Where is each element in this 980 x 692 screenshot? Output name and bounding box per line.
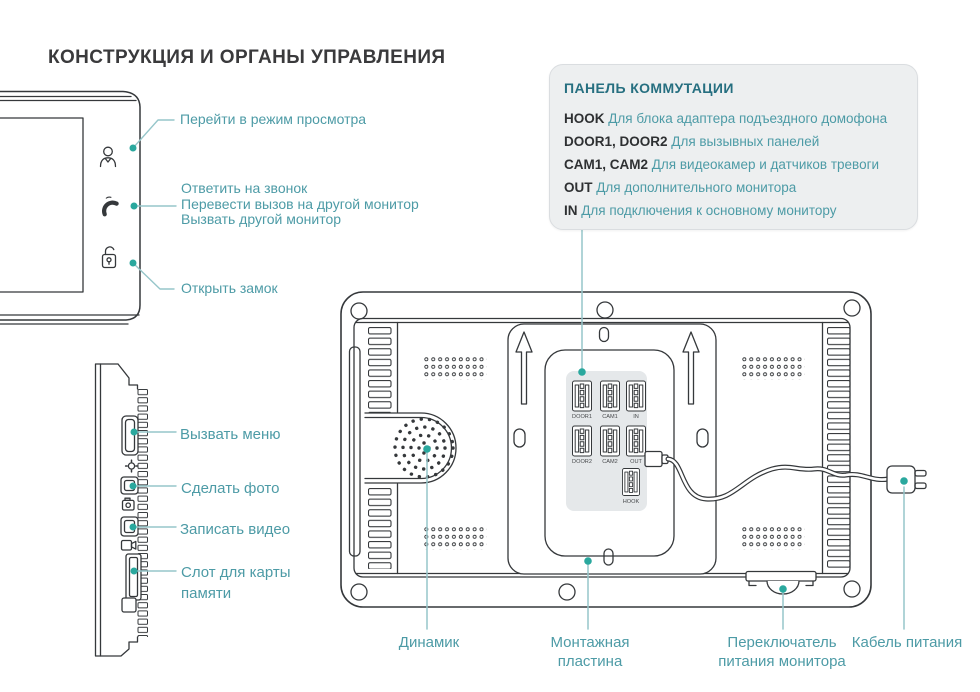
- back-case: [340, 291, 872, 608]
- label-view-mode: Перейти в режим просмотра: [180, 111, 367, 127]
- label-answer-group: Ответить на звонок Перевести вызов на др…: [181, 180, 419, 228]
- infobox-row-door: DOOR1, DOOR2 Для вызывных панелей: [564, 130, 887, 153]
- desc-out: Для дополнительного монитора: [596, 180, 797, 195]
- label-mount-plate-line2: пластина: [557, 653, 623, 670]
- door1-connector: [571, 380, 593, 412]
- label-power-switch-line2: питания монитора: [718, 653, 846, 670]
- cam2-connector: [599, 425, 621, 457]
- hook-connector: [621, 467, 641, 497]
- hook-label: HOOK: [623, 499, 640, 505]
- label-mount-plate: Монтажная пластина: [510, 633, 670, 671]
- power-cable: [644, 450, 891, 502]
- out-label: OUT: [630, 459, 642, 465]
- front-leader-lines: [132, 119, 177, 290]
- menu-button: [121, 415, 139, 456]
- front-leader-dots: [129, 144, 138, 267]
- in-connector: [625, 380, 647, 412]
- unlock-icon: [101, 246, 117, 269]
- infobox-rows: HOOK Для блока адаптера подъездного домо…: [564, 107, 887, 222]
- infobox-row-cam: CAM1, CAM2 Для видеокамер и датчиков тре…: [564, 153, 887, 176]
- perforation-dots: [424, 357, 805, 550]
- in-label: IN: [633, 414, 639, 420]
- desc-door: Для вызывных панелей: [671, 134, 820, 149]
- side-leader-lines: [135, 431, 177, 572]
- handset-icon: [102, 196, 119, 217]
- label-take-photo: Сделать фото: [181, 480, 280, 497]
- label-record-video: Записать видео: [180, 521, 291, 538]
- back-monitor-drawing: DOOR1 CAM1 IN DOOR2 CAM2 OUT HOOK: [340, 291, 927, 608]
- keyhole-bottom: [603, 548, 614, 566]
- label-call-menu: Вызвать меню: [180, 426, 281, 443]
- door1-label: DOOR1: [572, 414, 592, 420]
- label-answer-line2: Перевести вызов на другой монитор: [181, 195, 419, 212]
- infobox-row-hook: HOOK Для блока адаптера подъездного домо…: [564, 107, 887, 130]
- keyhole-left: [513, 428, 526, 448]
- desc-cam: Для видеокамер и датчиков тревоги: [651, 157, 880, 172]
- keyhole-right: [696, 428, 709, 448]
- cam2-label: CAM2: [602, 459, 618, 465]
- monitor-side-body: [94, 363, 149, 657]
- wall-clip-bar: [348, 346, 361, 557]
- plate-recess: [544, 349, 675, 557]
- cam1-connector: [599, 380, 621, 412]
- camera-icon: [121, 497, 135, 511]
- vent-slots: [368, 327, 851, 569]
- door2-connector: [571, 425, 593, 457]
- cam1-label: CAM1: [602, 414, 618, 420]
- back-leader-lines: [426, 228, 905, 630]
- connector-block: DOOR1 CAM1 IN DOOR2 CAM2 OUT HOOK: [566, 371, 647, 511]
- out-connector: [625, 425, 647, 457]
- person-icon: [99, 146, 117, 168]
- side-bottom-button: [121, 597, 137, 613]
- label-answer-line3: Вызвать другой монитор: [181, 211, 342, 227]
- term-cam: CAM1, CAM2: [564, 157, 649, 172]
- infobox-title: ПАНЕЛЬ КОММУТАЦИИ: [564, 80, 734, 96]
- term-in: IN: [564, 203, 578, 218]
- label-power-cable: Кабель питания: [851, 634, 963, 651]
- infobox-row-in: IN Для подключения к основному монитору: [564, 199, 887, 222]
- arrow-up-right: [682, 331, 700, 405]
- front-monitor-drawing: [0, 90, 141, 325]
- desc-hook: Для блока адаптера подъездного домофона: [608, 111, 888, 126]
- label-power-switch-line1: Переключатель: [727, 634, 837, 651]
- speaker: [364, 412, 457, 484]
- arrow-up-left: [515, 331, 533, 405]
- label-open-lock: Открыть замок: [181, 280, 278, 296]
- memory-card-slot: [125, 553, 142, 601]
- switch-panel-infobox: ПАНЕЛЬ КОММУТАЦИИ HOOK Для блока адаптер…: [549, 64, 918, 230]
- term-out: OUT: [564, 180, 593, 195]
- term-door: DOOR1, DOOR2: [564, 134, 668, 149]
- page-title: КОНСТРУКЦИЯ И ОРГАНЫ УПРАВЛЕНИЯ: [48, 47, 446, 68]
- gear-icon: [124, 459, 139, 473]
- monitor-front-body: [0, 90, 141, 325]
- label-speaker: Динамик: [398, 634, 460, 651]
- label-card-slot: Слот для карты памяти: [181, 564, 291, 602]
- monitor-screen: [0, 117, 84, 293]
- side-monitor-drawing: [94, 363, 149, 657]
- desc-in: Для подключения к основному монитору: [581, 203, 837, 218]
- label-answer-line1: Ответить на звонок: [181, 180, 308, 196]
- label-power-switch: Переключатель питания монитора: [692, 633, 872, 671]
- side-leader-dots: [129, 428, 138, 575]
- back-leader-dots: [423, 368, 908, 593]
- videocam-icon: [120, 539, 137, 551]
- keyhole-top: [598, 326, 610, 343]
- door2-label: DOOR2: [572, 459, 592, 465]
- term-hook: HOOK: [564, 111, 605, 126]
- label-mount-plate-line1: Монтажная: [550, 634, 630, 651]
- infobox-row-out: OUT Для дополнительного монитора: [564, 176, 887, 199]
